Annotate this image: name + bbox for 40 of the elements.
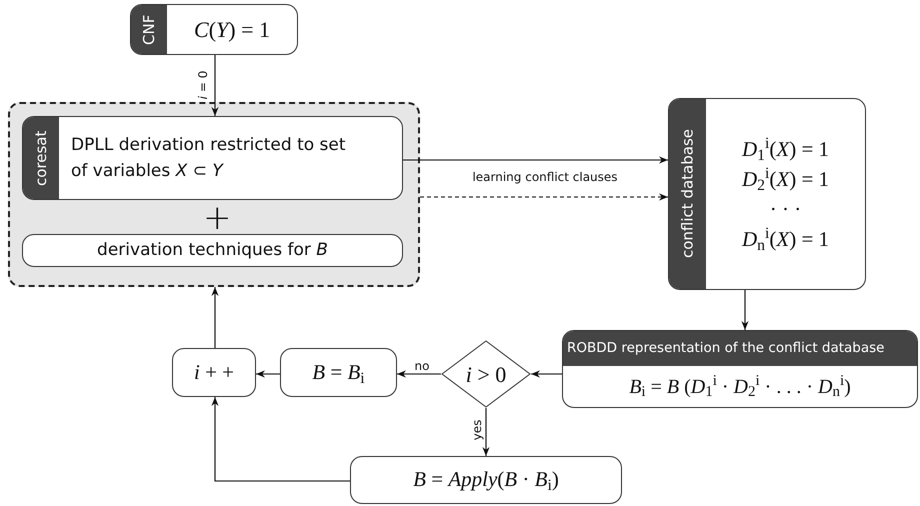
header-bar-label: ROBDD representation of the conflict database — [563, 331, 917, 366]
formula: D$_{1}$$^{i}$(X) = 1 — [742, 134, 830, 164]
arrow — [482, 408, 490, 456]
process-box — [350, 456, 622, 504]
description-text: DPLL derivation restricted to set of variables X ⊂ Y — [71, 134, 346, 183]
edge-label: learning conflict clauses — [472, 170, 618, 184]
process-box — [562, 330, 918, 408]
formula: D$_{2}$$^{i}$(X) = 1 — [742, 164, 830, 194]
arrow — [211, 55, 219, 116]
plus-sign: + — [203, 203, 232, 233]
arrow — [211, 397, 350, 482]
edge-label: yes — [470, 420, 484, 440]
process-box — [172, 348, 256, 397]
formula: B = Apply(B · B$_{i}$) — [413, 466, 559, 496]
side-tab-label: CNF — [131, 5, 167, 54]
process-box — [130, 4, 298, 55]
arrow — [397, 370, 441, 378]
edge-label: no — [414, 359, 430, 373]
process-box — [22, 116, 403, 200]
process-box — [668, 98, 866, 290]
description-text: derivation techniques for B — [97, 238, 328, 262]
arrow — [211, 287, 219, 348]
condition-text: i > 0 — [466, 360, 506, 388]
dashed-group-panel — [8, 102, 420, 287]
edge-label: i = 0 — [196, 70, 210, 100]
arrow — [420, 193, 668, 201]
formula: C(Y) = 1 — [194, 16, 270, 44]
formula: B$_{i}$ = B (D$_{1}$$^{i}$ · D$_{2}$$^{i}$ · . . . · D$_{n}$$^{i}$) — [629, 372, 851, 402]
formula: · · · — [770, 196, 802, 223]
process-box — [22, 234, 403, 267]
formula: B = B$_{i}$ — [312, 358, 365, 388]
formula: D$_{n}$$^{i}$(X) = 1 — [742, 224, 830, 254]
arrow — [403, 156, 668, 164]
arrow — [256, 370, 280, 378]
arrow — [741, 290, 749, 330]
side-tab-label: conflict database — [669, 99, 706, 289]
formula: i + + — [194, 358, 234, 386]
process-box — [280, 348, 397, 397]
side-tab-label: coresat — [23, 117, 59, 199]
arrow — [531, 370, 562, 378]
